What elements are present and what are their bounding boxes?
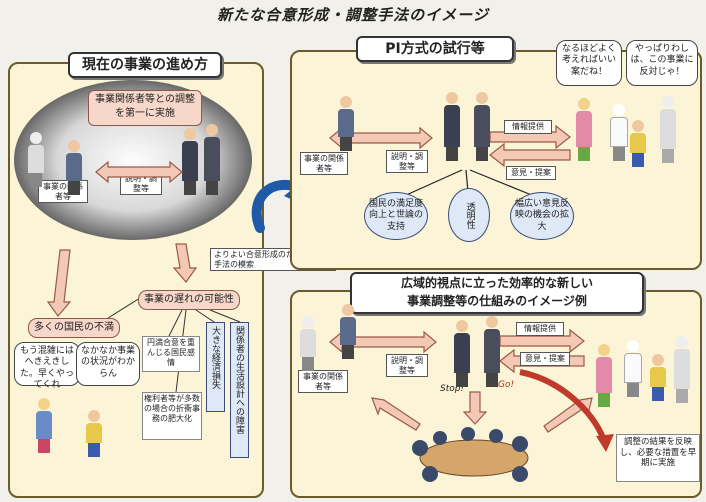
result-note: 調整の結果を反映し、必要な措置を早期に実施 <box>616 434 700 482</box>
pi-speech-2: やっぱりわしは、この事業に反対じゃ！ <box>626 40 698 86</box>
wide-left-arrow <box>371 397 421 431</box>
quote-bubble-2: なかなか事業の状況がわからん <box>76 342 140 386</box>
main-title: 新たな合意形成・調整手法のイメージ <box>217 6 489 24</box>
left-down-arrows <box>46 243 198 317</box>
quote-bubble-1: もう混雑にはへきえきした。早くやってくれ <box>14 342 80 390</box>
policy-box: 事業関係者等との調整を第一に実施 <box>88 90 202 126</box>
wide-info-arrow <box>499 328 585 354</box>
economic-loss-box: 大きな経済損失 <box>206 322 225 412</box>
wide-mother-figure <box>596 344 612 407</box>
wide-area-title-line2: 事業調整等の仕組みのイメージ例 <box>407 294 587 308</box>
official-figure-2 <box>204 124 220 195</box>
note-negotiation: 権利者等が多数の場合の折衝事務の肥大化 <box>142 392 202 440</box>
wide-explain-label: 説明・調整等 <box>386 354 428 378</box>
pi-elderly-figure <box>660 96 676 163</box>
pi-title: PI方式の試行等 <box>356 36 514 62</box>
stop-label: Stop! <box>440 384 465 394</box>
wide-chef-figure <box>624 340 642 397</box>
wide-elderly-figure <box>300 316 316 371</box>
pi-child-figure <box>630 120 646 167</box>
pi-circle-transparency: 透明性 <box>448 188 490 242</box>
pi-opinion-arrow <box>489 142 571 168</box>
mother-figure <box>36 398 52 453</box>
wide-child-figure <box>650 354 666 401</box>
pi-info-label: 情報提供 <box>504 120 552 134</box>
wide-result-arrowhead <box>596 434 614 452</box>
wide-elderly-figure-2 <box>674 336 690 403</box>
wide-official-figure-1 <box>454 320 470 387</box>
pi-explain-label: 説明・調整等 <box>386 150 428 174</box>
wide-official-figure-2 <box>484 316 500 387</box>
left-explain-arrow <box>95 160 183 184</box>
wide-area-title: 広域的視点に立った効率的な新しい 事業調整等の仕組みのイメージ例 <box>350 272 644 314</box>
dissatisfaction-box: 多くの国民の不満 <box>28 318 120 338</box>
pi-opinion-label: 意見・提案 <box>506 166 556 180</box>
note-consensus: 円満合意を重んじる国民感情 <box>142 336 200 372</box>
pi-chef-figure <box>610 104 628 161</box>
meeting-people <box>412 427 528 482</box>
pi-mother-figure <box>576 98 592 161</box>
wide-opinion-label: 意見・提案 <box>520 352 570 366</box>
pi-circle-opinion: 幅広い意見反映の機会の拡大 <box>510 192 574 240</box>
child-figure <box>86 410 102 457</box>
pi-worker-figure <box>338 96 354 151</box>
elderly-figure <box>28 132 44 187</box>
worker-figure <box>66 140 82 195</box>
official-figure-1 <box>182 128 198 195</box>
pi-stakeholder-label: 事業の関係者等 <box>300 152 348 176</box>
pi-official-figure-2 <box>474 92 490 161</box>
wide-worker-figure <box>340 304 356 359</box>
pi-official-figure-1 <box>444 92 460 161</box>
wide-area-title-line1: 広域的視点に立った効率的な新しい <box>400 276 593 290</box>
wide-down-arrow <box>462 391 488 425</box>
life-planning-box: 関係者の生活設計への障害 <box>230 322 249 458</box>
wide-stakeholder-label: 事業の関係者等 <box>298 370 348 394</box>
delay-box: 事業の遅れの可能性 <box>138 290 240 310</box>
wide-info-label: 情報提供 <box>516 322 564 336</box>
wide-right-arrow <box>543 397 593 433</box>
left-explain-label: 説明・調整等 <box>120 172 162 196</box>
pi-info-arrow <box>489 124 571 150</box>
go-label: Go! <box>498 380 515 390</box>
pi-speech-1: なるほどよく考えればいい案だね！ <box>556 40 622 86</box>
meeting-table <box>419 439 529 477</box>
pi-circle-satisfaction: 国民の満足度向上と世論の支持 <box>364 192 428 240</box>
wide-result-arrow <box>519 369 607 442</box>
current-process-title: 現在の事業の進め方 <box>68 52 222 78</box>
